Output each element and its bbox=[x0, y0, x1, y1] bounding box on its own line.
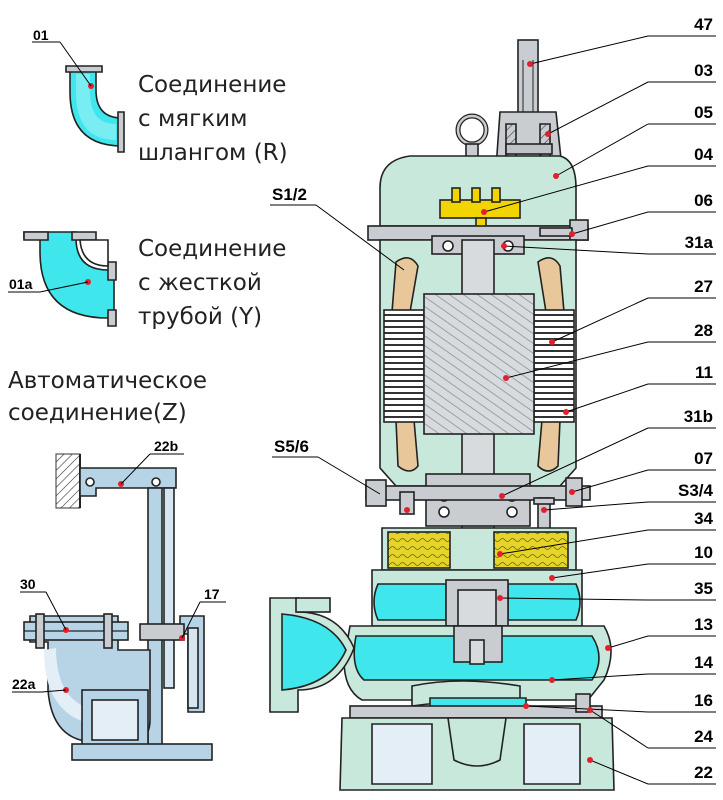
label-14: 14 bbox=[694, 653, 713, 672]
callout-dot bbox=[499, 493, 505, 499]
caption-auto-1: Автоматическое bbox=[8, 368, 207, 394]
leader-line bbox=[499, 597, 649, 601]
callout-dot bbox=[545, 131, 551, 137]
caption-auto-2: соединение(Z) bbox=[8, 400, 187, 426]
callout-dot bbox=[501, 243, 507, 249]
callout-dot bbox=[553, 173, 559, 179]
leader-line bbox=[505, 341, 649, 379]
label-31b: 31b bbox=[684, 407, 713, 426]
label-22: 22 bbox=[694, 763, 713, 782]
leader-s56 bbox=[317, 456, 381, 495]
leader-30 bbox=[45, 591, 67, 631]
caption-hose-2: с мягким bbox=[138, 106, 247, 132]
caption-pipe-1: Соединение bbox=[138, 236, 286, 262]
leader-line bbox=[571, 211, 649, 235]
caption-hose-3: шлангом (R) bbox=[138, 140, 288, 166]
callout-dot bbox=[569, 489, 575, 495]
leader-line bbox=[555, 123, 649, 177]
callout-dot bbox=[563, 409, 569, 415]
label-31a: 31a bbox=[685, 233, 714, 252]
leader-line bbox=[525, 705, 649, 713]
callout-dot bbox=[587, 707, 593, 713]
leader-17 bbox=[181, 601, 201, 639]
leader-line bbox=[501, 427, 649, 497]
label-17: 17 bbox=[204, 586, 220, 602]
leader-22a bbox=[41, 689, 67, 693]
callout-dot bbox=[523, 703, 529, 709]
pump-section bbox=[269, 39, 615, 791]
leader-line bbox=[551, 673, 649, 681]
label-22b: 22b bbox=[154, 438, 178, 454]
leader-22b bbox=[120, 453, 151, 485]
label-27: 27 bbox=[694, 277, 713, 296]
label-24: 24 bbox=[694, 727, 713, 746]
leader-line bbox=[589, 709, 649, 749]
auto-coupling bbox=[23, 453, 213, 761]
label-04: 04 bbox=[694, 145, 713, 164]
callout-dot bbox=[541, 507, 547, 513]
callout-dot bbox=[549, 339, 555, 345]
label-13: 13 bbox=[694, 615, 713, 634]
callout-dot bbox=[503, 375, 509, 381]
leader-line bbox=[607, 635, 649, 649]
leader-line bbox=[571, 469, 649, 493]
label-05: 05 bbox=[694, 103, 713, 122]
callout-dot bbox=[497, 551, 503, 557]
leader-line bbox=[483, 165, 649, 213]
label-s34: S3/4 bbox=[678, 481, 714, 500]
leader-line bbox=[589, 759, 649, 785]
callout-dot bbox=[549, 677, 555, 683]
leader-01 bbox=[59, 41, 92, 87]
label-06: 06 bbox=[694, 191, 713, 210]
leader-line bbox=[551, 297, 649, 343]
label-35: 35 bbox=[694, 579, 713, 598]
label-10: 10 bbox=[694, 543, 713, 562]
leader-line bbox=[529, 35, 649, 65]
callout-dot bbox=[527, 61, 533, 67]
hose-elbow bbox=[65, 65, 125, 153]
caption-hose-1: Соединение bbox=[138, 72, 286, 98]
label-11: 11 bbox=[695, 363, 713, 382]
leader-line bbox=[499, 529, 649, 555]
label-47: 47 bbox=[694, 15, 713, 34]
pipe-elbow bbox=[23, 231, 117, 327]
callout-dot bbox=[587, 757, 593, 763]
leader-line bbox=[547, 81, 649, 135]
leader-01a bbox=[39, 281, 89, 293]
label-01: 01 bbox=[33, 27, 49, 43]
caption-pipe-2: с жесткой bbox=[138, 270, 262, 296]
label-s12: S1/2 bbox=[272, 185, 307, 204]
leader-line bbox=[503, 245, 649, 255]
leader-line bbox=[543, 501, 649, 511]
label-03: 03 bbox=[694, 61, 713, 80]
leader-line bbox=[565, 383, 649, 413]
callout-dot bbox=[569, 231, 575, 237]
callout-dot bbox=[481, 209, 487, 215]
caption-pipe-3: трубой (Y) bbox=[138, 304, 262, 330]
leader-line bbox=[551, 563, 649, 579]
callout-dot bbox=[605, 645, 611, 651]
label-30: 30 bbox=[20, 576, 36, 592]
label-28: 28 bbox=[694, 321, 713, 340]
label-16: 16 bbox=[694, 691, 713, 710]
leader-s12 bbox=[315, 204, 405, 271]
label-34: 34 bbox=[694, 509, 713, 528]
label-07: 07 bbox=[694, 449, 713, 468]
label-s56: S5/6 bbox=[274, 437, 309, 456]
label-22a: 22a bbox=[12, 676, 36, 692]
callout-dot bbox=[549, 575, 555, 581]
callout-dot bbox=[497, 595, 503, 601]
label-01a: 01a bbox=[9, 276, 33, 292]
